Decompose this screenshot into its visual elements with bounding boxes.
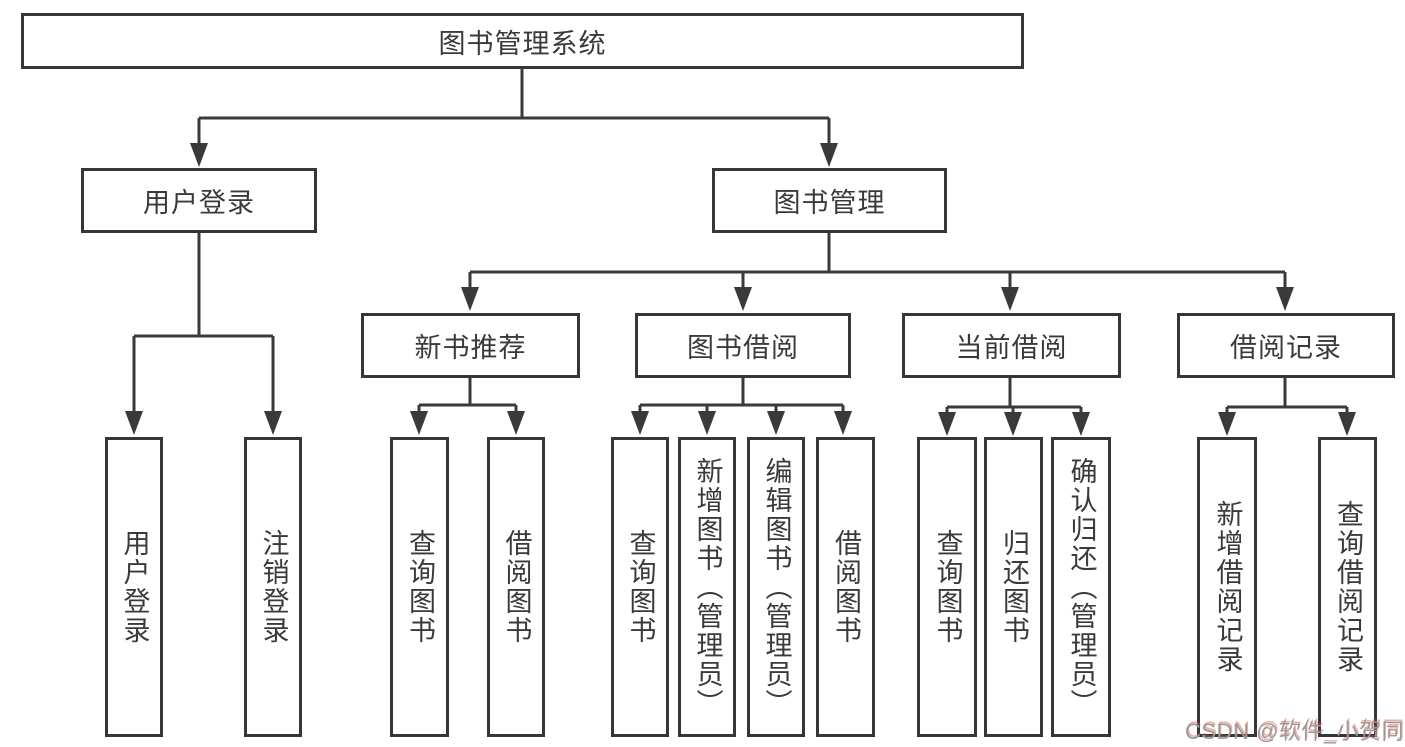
node-book-borrowing: 图书借阅 (635, 313, 851, 378)
leaf-add-book-admin: 新增图书（管理员） (678, 437, 736, 737)
node-current-borrowing: 当前借阅 (902, 313, 1121, 378)
leaf-return-books: 归还图书 (984, 437, 1043, 737)
leaf-add-borrow-record: 新增借阅记录 (1197, 437, 1257, 737)
connector-paths (132, 68, 1349, 413)
leaf-logout: 注销登录 (244, 437, 302, 737)
leaf-query-books-2: 查询图书 (611, 437, 669, 737)
leaf-user-login: 用户登录 (105, 437, 163, 737)
node-new-book-recommend: 新书推荐 (361, 313, 580, 378)
node-borrowing-records: 借阅记录 (1177, 313, 1395, 378)
leaf-confirm-return-admin: 确认归还（管理员） (1051, 437, 1111, 737)
node-book-management: 图书管理 (712, 168, 947, 233)
node-user-login: 用户登录 (81, 168, 317, 233)
node-library-system: 图书管理系统 (21, 13, 1024, 69)
leaf-edit-book-admin: 编辑图书（管理员） (747, 437, 805, 737)
arrowheads (125, 143, 1356, 436)
leaf-query-borrow-record: 查询借阅记录 (1318, 437, 1377, 737)
csdn-watermark: CSDN @软件_小贺同学 (1185, 719, 1405, 744)
leaf-query-books-3: 查询图书 (917, 437, 977, 737)
leaf-borrow-books-2: 借阅图书 (816, 437, 875, 737)
leaf-query-books-1: 查询图书 (390, 437, 449, 737)
leaf-borrow-books-1: 借阅图书 (487, 437, 545, 737)
